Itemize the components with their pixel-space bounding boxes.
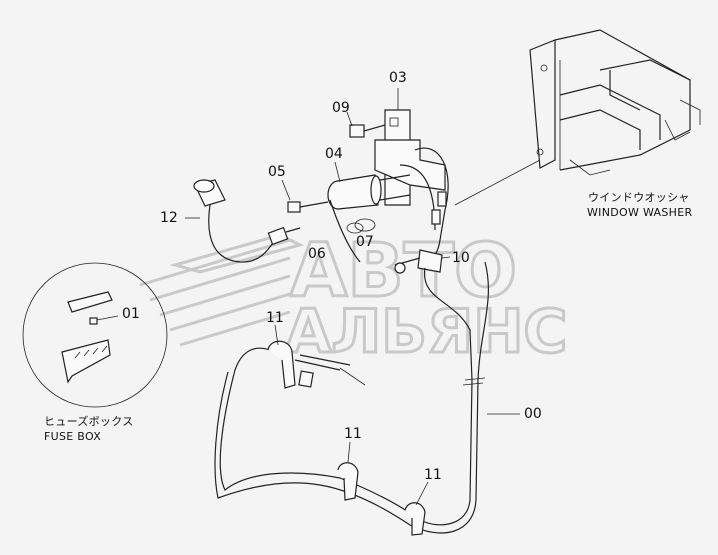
bracket xyxy=(374,109,446,206)
bolt xyxy=(349,124,386,138)
watermark-logo-icon xyxy=(139,233,305,347)
washer-pump xyxy=(327,174,411,210)
leader-line xyxy=(454,159,541,206)
callout-10: 10 xyxy=(452,250,470,266)
watermark-line2: АЛЬЯНС xyxy=(285,297,567,367)
callout-06: 06 xyxy=(308,246,326,262)
callout-09: 09 xyxy=(332,100,350,116)
callout-11: 11 xyxy=(266,310,284,326)
window-washer-tank xyxy=(529,29,701,176)
wire-clamp xyxy=(267,340,366,389)
hose-clamp xyxy=(329,199,376,263)
fuse-box-inset xyxy=(22,262,168,408)
leader-lines xyxy=(185,88,520,506)
callout-00: 00 xyxy=(524,406,542,422)
wire-break-mark xyxy=(462,377,486,386)
main-wire-2 xyxy=(214,261,490,534)
callout-01: 01 xyxy=(122,306,140,322)
callout-03: 03 xyxy=(389,70,407,86)
hose-clip-2 xyxy=(431,209,441,225)
screw xyxy=(287,201,329,213)
callout-11-3: 11 xyxy=(424,467,442,483)
wire-clamp-2 xyxy=(337,462,359,501)
hose-clip xyxy=(437,191,447,207)
connector xyxy=(394,249,443,274)
fuse-box-caption-en: FUSE BOX xyxy=(44,430,101,443)
window-washer-caption-jp: ウインドウオッシャ xyxy=(588,191,690,204)
callout-11-2: 11 xyxy=(344,426,362,442)
fuse-box-caption-jp: ヒューズボックス xyxy=(44,414,134,428)
callout-07: 07 xyxy=(356,234,374,250)
main-wire xyxy=(219,267,473,526)
watermark: АВТО АЛЬЯНС xyxy=(139,227,569,369)
callout-12: 12 xyxy=(160,210,178,226)
callout-05: 05 xyxy=(268,164,286,180)
wire-clamp-3 xyxy=(404,502,426,536)
wire-harness xyxy=(193,179,301,263)
window-washer-caption-en: WINDOW WASHER xyxy=(587,206,692,219)
callout-04: 04 xyxy=(325,146,343,162)
